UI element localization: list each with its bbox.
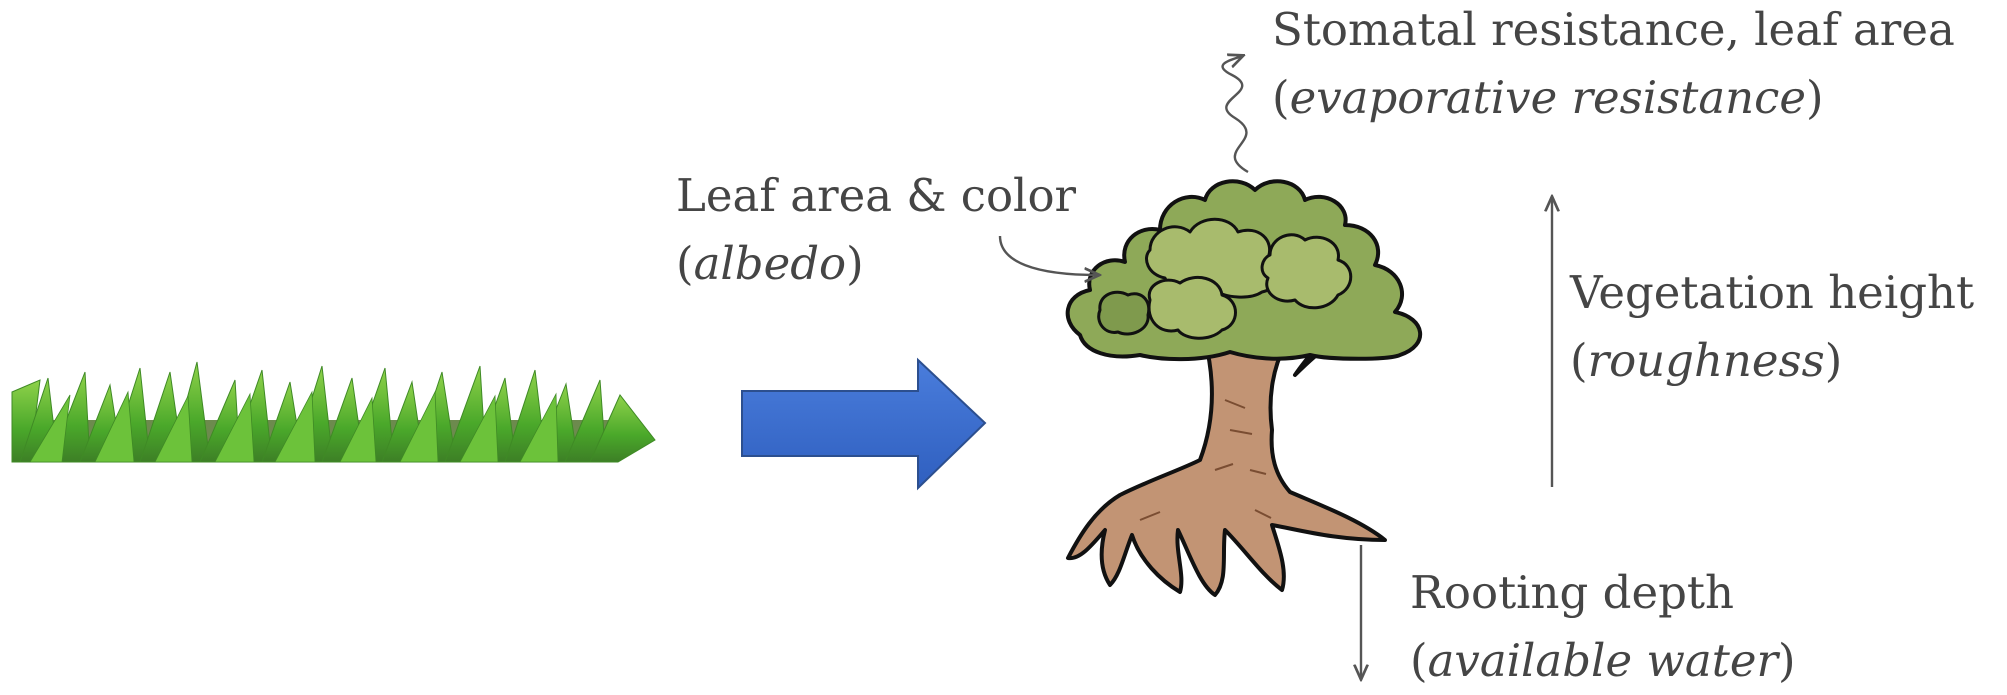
grass-icon	[12, 362, 655, 462]
stomatal-resistance-label: Stomatal resistance, leaf area (evaporat…	[1272, 0, 1955, 132]
stomatal-subtitle: (evaporative resistance)	[1272, 64, 1955, 132]
right-arrow-icon	[742, 360, 985, 488]
vegetation-height-label: Vegetation height (roughness)	[1570, 259, 1974, 395]
tree-icon	[1068, 181, 1420, 595]
rooting-subtitle: (available water)	[1410, 627, 1796, 695]
rooting-depth-label: Rooting depth (available water)	[1410, 559, 1796, 695]
rooting-title: Rooting depth	[1410, 559, 1796, 627]
leaf-subtitle: (albedo)	[676, 230, 1076, 298]
stomatal-title: Stomatal resistance, leaf area	[1272, 0, 1955, 64]
leaf-area-label: Leaf area & color (albedo)	[676, 162, 1076, 298]
leaf-title: Leaf area & color	[676, 162, 1076, 230]
height-title: Vegetation height	[1570, 259, 1974, 327]
height-subtitle: (roughness)	[1570, 327, 1974, 395]
squiggle-arrow-icon	[1223, 56, 1248, 172]
